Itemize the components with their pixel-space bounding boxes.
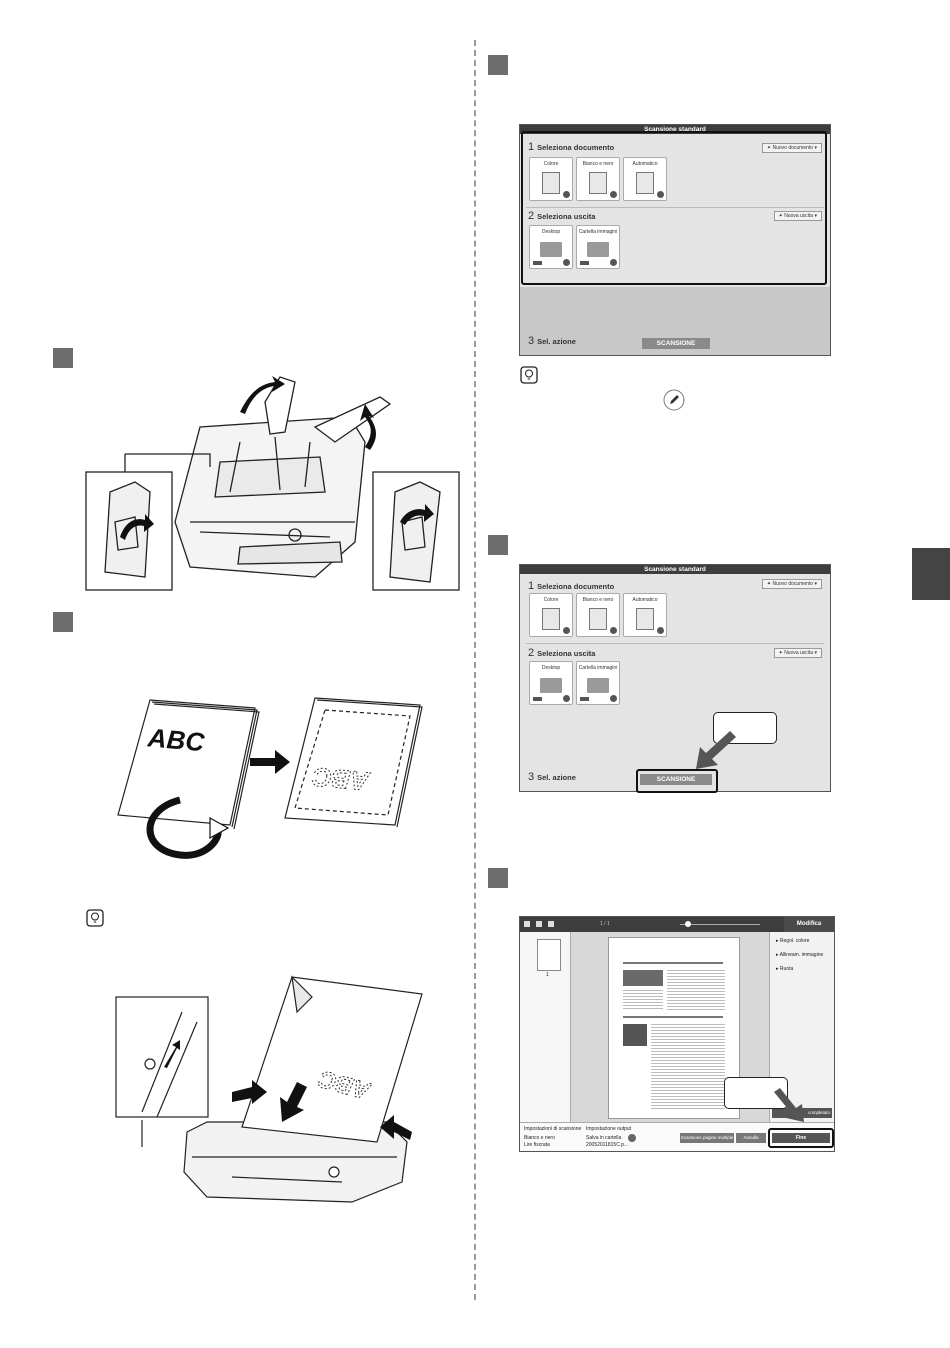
edit-window: 1 / 1 Modifica 1 ▸ Regol. colore ▸ Allin… bbox=[519, 916, 835, 1152]
edit-pencil-icon bbox=[663, 389, 685, 411]
edit-icon[interactable] bbox=[563, 695, 570, 702]
output-card-desktop[interactable]: Desktop bbox=[529, 661, 573, 705]
scan-settings-title: Impostazioni di scansione bbox=[524, 1126, 582, 1132]
edit-panel: ▸ Regol. colore ▸ Allineam. immagine ▸ R… bbox=[769, 932, 834, 1122]
edit-icon[interactable] bbox=[657, 191, 664, 198]
edit-icon[interactable] bbox=[563, 191, 570, 198]
document-card-color[interactable]: Colore bbox=[529, 157, 573, 201]
scan-button[interactable]: SCANSIONE bbox=[640, 774, 712, 785]
highlight-frame bbox=[768, 1128, 834, 1148]
document-card-auto[interactable]: Automatico bbox=[623, 593, 667, 637]
edit-icon[interactable] bbox=[628, 1134, 636, 1142]
done-button[interactable]: Fine bbox=[772, 1133, 830, 1143]
window-title: Scansione standard bbox=[520, 565, 830, 574]
step-marker bbox=[488, 55, 508, 75]
document-card-color[interactable]: Colore bbox=[529, 593, 573, 637]
editor-toolbar bbox=[520, 917, 784, 932]
pointer-arrow-icon bbox=[696, 731, 736, 769]
list-view-icon[interactable] bbox=[548, 921, 554, 927]
folder-icon bbox=[587, 678, 609, 693]
thumbnail-number: 1 bbox=[546, 972, 549, 978]
document-card-bw[interactable]: Bianco e nero bbox=[576, 593, 620, 637]
highlight-frame bbox=[521, 131, 827, 285]
edit-icon[interactable] bbox=[610, 695, 617, 702]
page-preview bbox=[608, 937, 740, 1119]
scan-settings-line2: Lire fiscrata bbox=[524, 1142, 550, 1148]
output-settings-title: Impostazione output bbox=[586, 1126, 632, 1132]
column-divider bbox=[474, 40, 476, 1300]
highlight-frame bbox=[636, 769, 718, 793]
edit-icon[interactable] bbox=[610, 627, 617, 634]
front-letters: ABC bbox=[146, 722, 207, 757]
output-card-desktop[interactable]: Desktop bbox=[529, 225, 573, 269]
folder-icon bbox=[540, 678, 562, 693]
menu-image-align[interactable]: ▸ Allineam. immagine bbox=[776, 952, 824, 958]
new-document-dropdown[interactable]: ✦ Nuovo documento ▾ bbox=[761, 143, 822, 153]
new-output-dropdown[interactable]: ✦ Nuova uscita ▾ bbox=[773, 211, 822, 221]
page-indicator: 1 / 1 bbox=[600, 921, 610, 927]
section-tab bbox=[912, 548, 950, 600]
step-marker bbox=[53, 612, 73, 632]
edit-panel-title: Modifica bbox=[784, 917, 834, 932]
step-marker bbox=[488, 535, 508, 555]
scan-settings-line1: Bianco e nero bbox=[524, 1135, 555, 1141]
hint-lightbulb-icon bbox=[86, 909, 104, 927]
document-flip-illustration: ABC ABC bbox=[117, 697, 423, 859]
scanner-open-illustration bbox=[85, 376, 460, 591]
zoom-slider-handle[interactable] bbox=[685, 921, 691, 927]
pointer-arrow-icon bbox=[774, 1088, 804, 1122]
window-title: Scansione standard bbox=[520, 125, 830, 134]
folder-icon bbox=[540, 242, 562, 257]
cancel-button[interactable]: Annulla bbox=[736, 1133, 766, 1143]
folder-icon bbox=[587, 242, 609, 257]
output-card-pictures[interactable]: Cartella immagini bbox=[576, 225, 620, 269]
two-page-view-icon[interactable] bbox=[536, 921, 542, 927]
output-settings-line1: Salva in cartella bbox=[586, 1135, 622, 1141]
edit-icon[interactable] bbox=[563, 259, 570, 266]
document-card-auto[interactable]: Automatico bbox=[623, 157, 667, 201]
hint-lightbulb-icon bbox=[520, 366, 538, 384]
zoom-slider[interactable] bbox=[680, 924, 760, 925]
edit-icon[interactable] bbox=[563, 627, 570, 634]
edit-icon[interactable] bbox=[657, 627, 664, 634]
multi-page-scan-button[interactable]: Scansione pagine multiple bbox=[680, 1133, 734, 1143]
load-document-illustration: ABC bbox=[115, 975, 423, 1203]
menu-color-adjust[interactable]: ▸ Regol. colore bbox=[776, 938, 810, 944]
edit-icon[interactable] bbox=[610, 259, 617, 266]
output-settings-line2: 20052011815C.p... bbox=[586, 1142, 629, 1148]
page-thumbnail[interactable] bbox=[537, 939, 561, 971]
grid-view-icon[interactable] bbox=[524, 921, 530, 927]
menu-rotate[interactable]: ▸ Ruota bbox=[776, 966, 794, 972]
new-document-dropdown[interactable]: ✦ Nuovo documento ▾ bbox=[761, 579, 822, 589]
back-letters: ABC bbox=[310, 762, 371, 797]
document-card-bw[interactable]: Bianco e nero bbox=[576, 157, 620, 201]
output-card-pictures[interactable]: Cartella immagini bbox=[576, 661, 620, 705]
scan-button[interactable]: SCANSIONE bbox=[642, 338, 710, 349]
new-output-dropdown[interactable]: ✦ Nuova uscita ▾ bbox=[773, 648, 822, 658]
edit-icon[interactable] bbox=[610, 191, 617, 198]
step-marker bbox=[53, 348, 73, 368]
step-marker bbox=[488, 868, 508, 888]
